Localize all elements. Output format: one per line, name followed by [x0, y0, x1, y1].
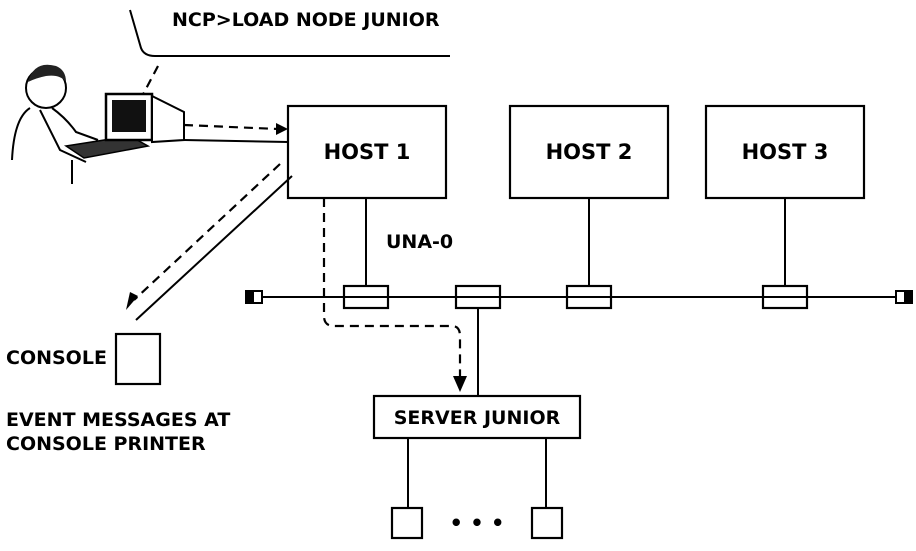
callout-outline [129, 9, 450, 57]
command-callout: NCP>LOAD NODE JUNIOR [129, 9, 450, 112]
server-box [372, 394, 582, 440]
terminal-right [530, 506, 564, 540]
host-1-label: HOST 1 [324, 140, 411, 164]
command-text: NCP>LOAD NODE JUNIOR [172, 9, 440, 31]
terminal-host1-link [183, 139, 289, 143]
event-messages-line-1: EVENT MESSAGES AT [6, 409, 230, 431]
transceiver-host-3 [761, 284, 809, 310]
host-2-label: HOST 2 [546, 140, 633, 164]
console-box [114, 332, 162, 386]
console: CONSOLE [6, 332, 162, 386]
host-3-label: HOST 3 [742, 140, 829, 164]
operator-hair [28, 64, 66, 82]
operator-back [11, 107, 31, 161]
terminator-right-cap [904, 292, 912, 302]
console-message-arrowhead [126, 292, 138, 310]
console-message-arrow [133, 163, 281, 301]
transceiver-server [454, 284, 502, 310]
operator-arm [51, 107, 99, 141]
terminal-ellipsis: • • • [450, 511, 505, 535]
host1-console-link [135, 175, 293, 321]
monitor-back [151, 94, 185, 144]
transceiver-host-1 [342, 284, 390, 310]
operator-at-terminal-icon [11, 64, 185, 184]
monitor-screen [112, 100, 146, 132]
terminal-left [390, 506, 424, 540]
load-path-arrow [322, 198, 462, 378]
host-1: HOST 1 [286, 104, 448, 200]
transceiver-host-2 [565, 284, 613, 310]
operator-arm-lower [39, 109, 87, 163]
load-request-arrow [183, 123, 279, 131]
server-label: SERVER JUNIOR [394, 407, 561, 429]
una-label: UNA-0 [386, 231, 453, 253]
load-path-arrowhead [453, 376, 467, 392]
server-junior: SERVER JUNIOR [372, 394, 582, 440]
load-request-arrowhead [276, 123, 288, 135]
host-2: HOST 2 [508, 104, 670, 200]
host-3: HOST 3 [704, 104, 866, 200]
terminator-left-cap [246, 292, 254, 302]
event-messages-line-2: CONSOLE PRINTER [6, 433, 206, 455]
console-label: CONSOLE [6, 347, 107, 369]
